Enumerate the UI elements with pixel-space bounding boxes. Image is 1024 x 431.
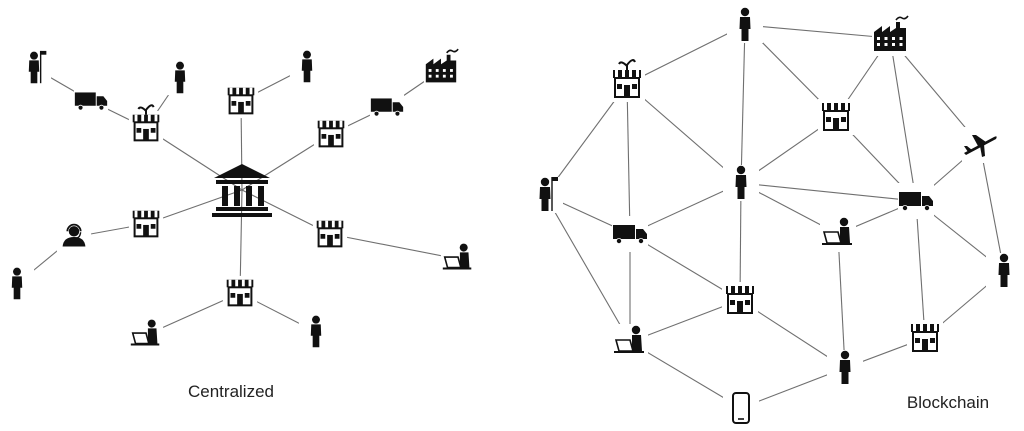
laptop-person-icon [820, 216, 856, 252]
factory-icon [423, 48, 459, 88]
market-plant-icon [609, 59, 645, 102]
truck-icon [73, 83, 109, 119]
market-plant-icon [128, 104, 164, 146]
factory-icon [872, 15, 909, 56]
store-icon [128, 206, 164, 242]
airplane-icon [962, 127, 998, 163]
person-icon [723, 165, 759, 201]
person-icon [298, 314, 334, 350]
person-icon [289, 49, 325, 85]
laptop-person-icon [440, 241, 476, 277]
blockchain-link [889, 37, 917, 202]
truck-icon [898, 183, 934, 219]
laptop-person-icon [128, 317, 164, 353]
blockchain-link [544, 83, 628, 196]
person-icon [0, 266, 35, 302]
blockchain-link [915, 200, 926, 339]
centralized-caption: Centralized [188, 382, 274, 401]
person-icon [827, 350, 863, 386]
person-flag-icon [527, 177, 563, 213]
person-icon [727, 7, 763, 43]
store-icon [222, 275, 258, 311]
truck-icon [612, 216, 648, 252]
blockchain-caption: Blockchain [907, 393, 989, 412]
store-icon [722, 282, 758, 318]
person-icon [986, 253, 1022, 289]
person-flag-icon [16, 50, 52, 86]
blockchain-link [740, 182, 917, 202]
store-icon [818, 99, 854, 135]
blockchain-link [626, 83, 742, 184]
phone-icon [723, 390, 759, 426]
blockchain-link [629, 341, 742, 409]
store-icon [907, 320, 943, 356]
headset-person-icon [56, 219, 92, 255]
truck-icon [369, 89, 405, 125]
blockchain-link [837, 233, 846, 369]
blockchain-link [626, 83, 631, 235]
blockchain-link [626, 24, 746, 85]
blockchain-nodes [527, 7, 1022, 426]
blockchain-link [629, 182, 742, 235]
blockchain-link [629, 299, 741, 343]
blockchain-link [629, 233, 741, 301]
blockchain-link [544, 194, 631, 343]
blockchain-link [740, 24, 746, 184]
store-icon [312, 216, 348, 252]
centralized-nodes [0, 48, 476, 353]
blockchain-link [744, 24, 891, 39]
store-icon [313, 116, 349, 152]
blockchain-link [979, 144, 1005, 272]
person-icon [162, 60, 198, 96]
laptop-person-icon [612, 324, 648, 360]
blockchain-link [739, 182, 742, 301]
centralized-link [329, 233, 459, 260]
bank-icon [212, 164, 272, 217]
store-icon [223, 83, 259, 119]
